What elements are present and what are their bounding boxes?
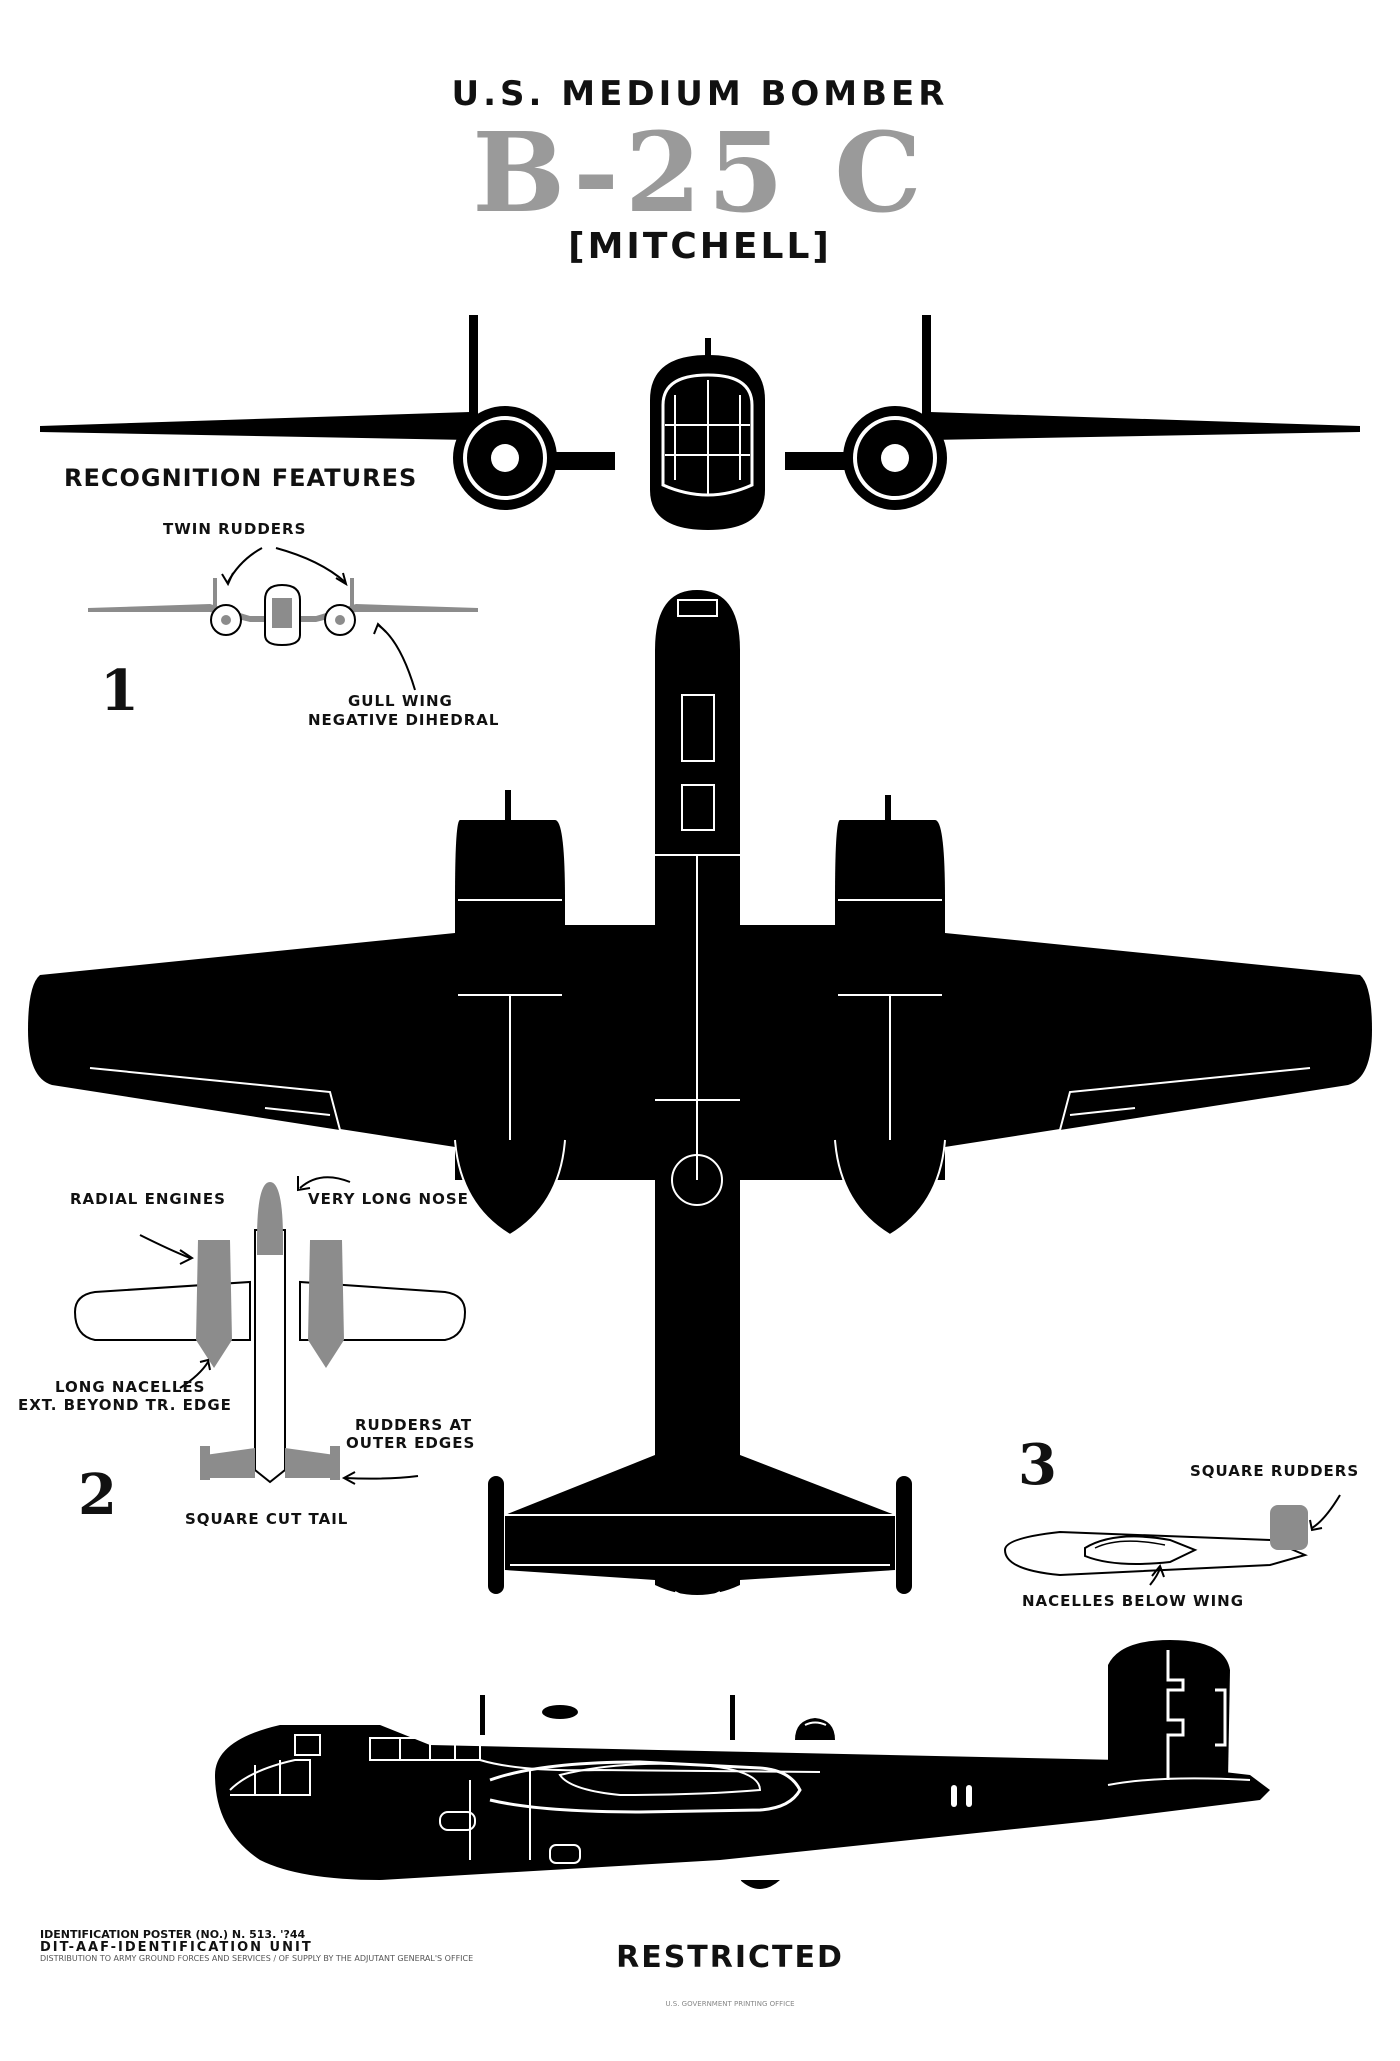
aircraft-model-title: B-25 C [472,108,928,237]
credit-fine-print: DISTRIBUTION TO ARMY GROUND FORCES AND S… [40,1954,474,1963]
credit-line-1: IDENTIFICATION POSTER (NO.) N. 513. '?44 [40,1928,306,1941]
credit-line-2: DIT-AAF-IDENTIFICATION UNIT [40,1940,313,1955]
label-negative-dihedral: NEGATIVE DIHEDRAL [308,711,500,729]
label-ext-beyond-tr-edge: EXT. BEYOND TR. EDGE [18,1396,232,1414]
section-number-3: 3 [1018,1432,1057,1498]
section-number-2: 2 [78,1462,117,1528]
label-long-nacelles: LONG NACELLES [55,1378,206,1396]
front-view-silhouette [40,315,1360,530]
side-view-diagram [1003,1494,1341,1586]
restricted-marking: RESTRICTED [616,1940,844,1975]
label-square-rudders: SQUARE RUDDERS [1190,1462,1360,1480]
poster-credit: IDENTIFICATION POSTER (NO.) N. 513. '?44… [40,1928,474,1964]
poster-subtitle: U.S. MEDIUM BOMBER [451,74,949,114]
side-view-silhouette [215,1640,1270,1896]
recognition-features-heading: RECOGNITION FEATURES [64,464,418,492]
label-outer-edges: OUTER EDGES [346,1434,476,1452]
label-rudders-at: RUDDERS AT [355,1416,473,1434]
label-very-long-nose: VERY LONG NOSE [308,1190,469,1208]
front-view-diagram [88,547,478,691]
printer-credit: U.S. GOVERNMENT PRINTING OFFICE [665,2000,795,2008]
top-view-silhouette [28,590,1372,1600]
label-square-cut-tail: SQUARE CUT TAIL [185,1510,349,1528]
label-nacelles-below-wing: NACELLES BELOW WING [1022,1592,1245,1610]
aircraft-nickname: [MITCHELL] [568,226,832,267]
top-view-diagram [73,1176,467,1485]
label-gull-wing: GULL WING [348,692,453,710]
section-number-1: 1 [100,658,139,724]
label-twin-rudders: TWIN RUDDERS [163,520,307,538]
label-radial-engines: RADIAL ENGINES [70,1190,226,1208]
